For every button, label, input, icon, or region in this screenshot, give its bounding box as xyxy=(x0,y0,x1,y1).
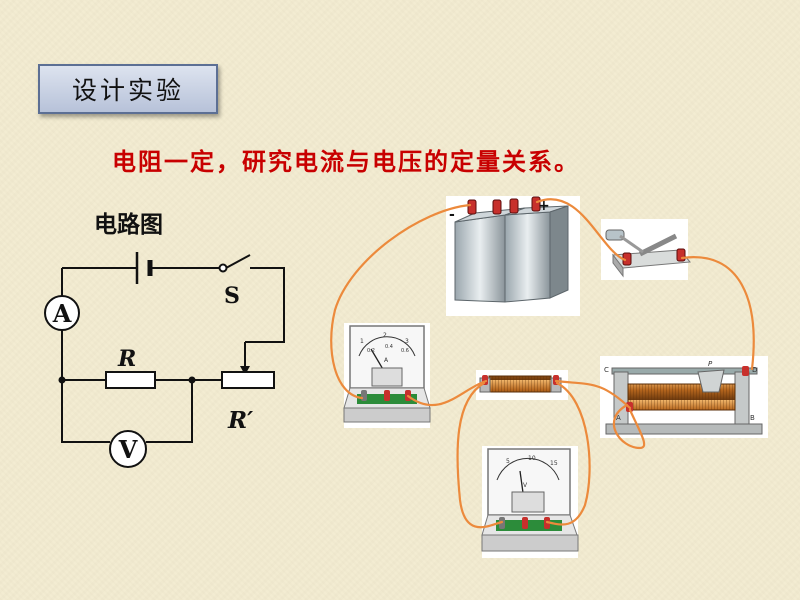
rheostat-terminal-c: C xyxy=(604,366,609,374)
voltmeter-letter: V xyxy=(118,435,138,464)
voltmeter-tick-1: 5 xyxy=(506,458,510,465)
voltmeter-tick-3: 15 xyxy=(550,460,558,467)
junction-right xyxy=(188,376,196,384)
battery-plus: + xyxy=(538,198,550,214)
wire-top-right xyxy=(245,267,285,343)
rheostat-terminal-d: D xyxy=(752,366,757,374)
ammeter-tick-4: 0.2 xyxy=(367,348,375,354)
wire-rheostat-to-resistor xyxy=(554,379,632,410)
rheostat-terminal-p: P xyxy=(708,360,713,368)
ammeter-tick-6: 0.6 xyxy=(401,348,409,354)
rheostat-terminal-b: B xyxy=(750,414,755,422)
resistor-device xyxy=(476,370,568,400)
rheostat-label: R′ xyxy=(227,407,253,434)
resistor-label: R xyxy=(117,346,136,372)
junction-left xyxy=(58,376,66,384)
voltmeter-device: 5 10 15 V xyxy=(481,446,579,558)
ammeter-tick-5: 0.4 xyxy=(385,344,393,350)
slider-arrow-head xyxy=(240,366,250,375)
wire-switch-to-rheostat xyxy=(680,256,755,371)
circuit-diagram-label: 电路图 xyxy=(94,212,163,238)
wire-battery-to-switch xyxy=(535,198,627,262)
wire-resistor-to-voltmeter-left xyxy=(456,381,504,529)
voltmeter-tick-2: 10 xyxy=(528,455,536,462)
ammeter-device: 1 2 3 0.2 0.4 0.6 A xyxy=(343,323,431,428)
switch-blade xyxy=(225,254,251,269)
voltmeter-letter-small: V xyxy=(523,482,528,489)
subtitle: 电阻一定，研究电流与电压的定量关系。 xyxy=(112,148,580,176)
knife-switch xyxy=(601,219,691,280)
ammeter-tick-3: 3 xyxy=(405,338,409,345)
switch-label: S xyxy=(224,283,240,309)
rheostat-device: C P D A B xyxy=(600,356,768,438)
title-box: 设计实验 xyxy=(38,64,218,114)
ammeter-letter-small: A xyxy=(384,357,389,364)
wire-rheostat-loop xyxy=(613,403,646,450)
battery-pack: - + xyxy=(446,196,580,316)
wire-battery-to-ammeter xyxy=(330,203,472,400)
rheostat-terminal-a: A xyxy=(616,414,621,422)
resistor-symbol xyxy=(105,371,156,389)
wire-left-bottom xyxy=(61,380,110,443)
page-title: 设计实验 xyxy=(71,76,184,105)
ammeter-symbol xyxy=(44,295,80,331)
wire-bottom-right xyxy=(146,380,193,443)
rheostat-symbol xyxy=(221,371,275,389)
ammeter-tick-1: 1 xyxy=(360,338,364,345)
battery-minus: - xyxy=(449,207,455,223)
voltmeter-symbol xyxy=(109,430,147,468)
switch-pivot xyxy=(218,263,228,273)
ammeter-letter: A xyxy=(52,299,72,328)
wire-resistor-to-voltmeter-right xyxy=(545,381,591,526)
wire-resistor-to-ammeter xyxy=(406,379,488,407)
ammeter-tick-2: 2 xyxy=(383,332,387,339)
